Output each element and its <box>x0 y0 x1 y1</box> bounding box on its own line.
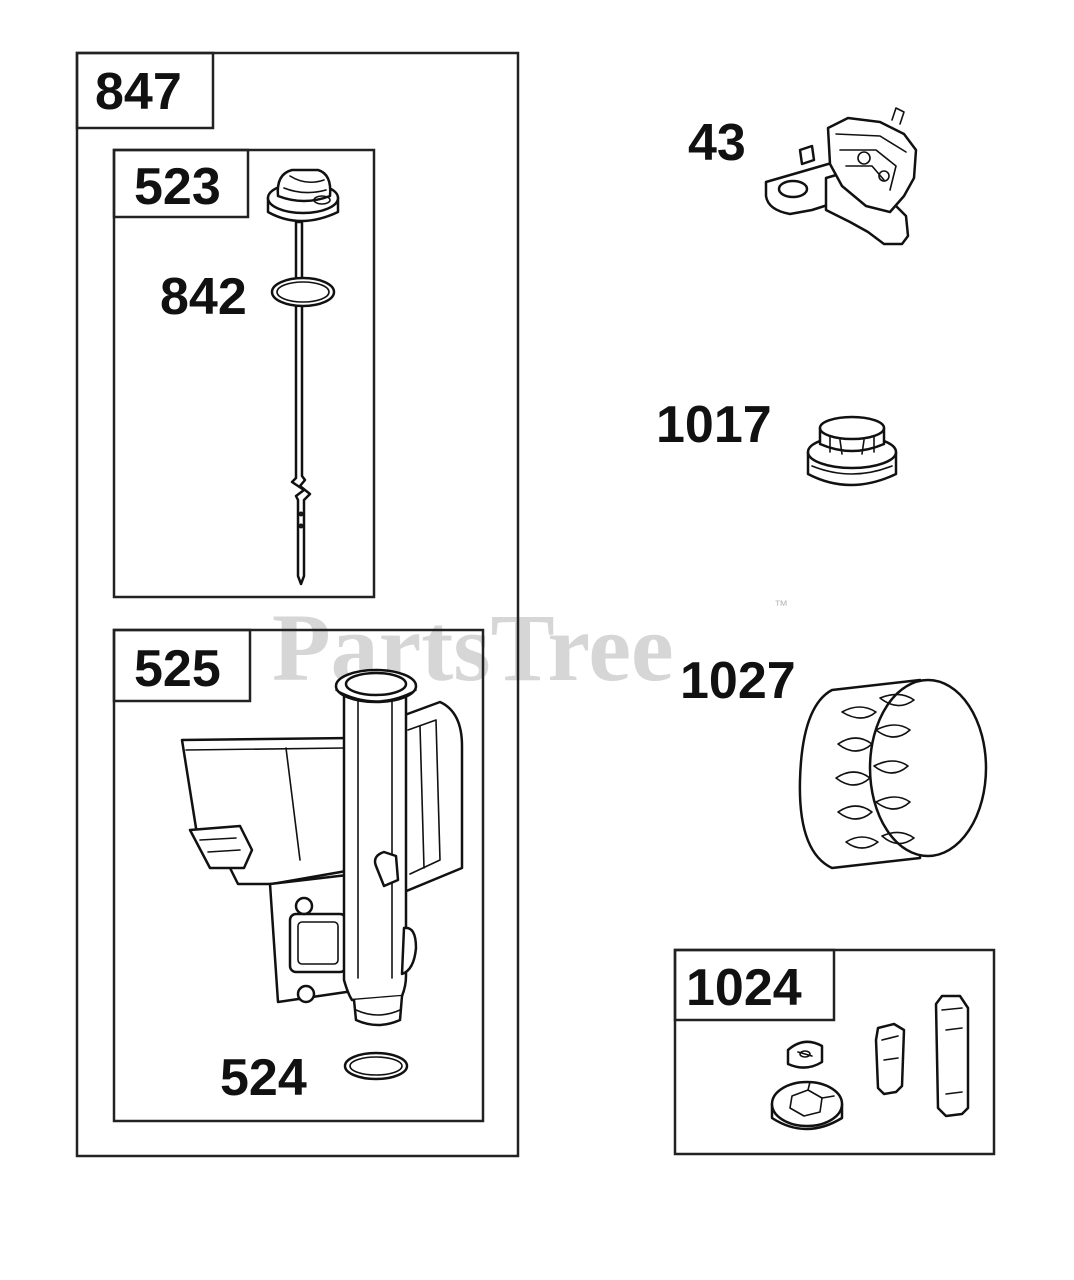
control-bracket-icon[interactable] <box>764 107 918 246</box>
o-ring-842-icon[interactable] <box>270 276 336 308</box>
group-523-label-box <box>112 148 250 219</box>
dipstick-cap-icon[interactable] <box>266 168 340 223</box>
o-ring-842-inner <box>276 281 330 303</box>
part-524: 524 <box>220 1049 409 1107</box>
watermark-trademark: ™ <box>774 597 788 613</box>
drain-plug-icon[interactable] <box>806 415 898 487</box>
watermark-text: PartsTree <box>272 594 674 701</box>
clip-right-icon[interactable] <box>934 994 970 1118</box>
group-847-frame <box>75 51 520 1158</box>
part-842-label[interactable]: 842 <box>160 268 247 326</box>
group-525-label-box <box>112 628 252 703</box>
part-524-label[interactable]: 524 <box>220 1049 307 1107</box>
o-ring-524-inner <box>349 1056 403 1076</box>
group-1024: 1024 <box>673 948 996 1156</box>
dipstick-rod-icon[interactable] <box>290 220 312 586</box>
group-525-label[interactable]: 525 <box>134 640 221 698</box>
group-847: 847 <box>75 51 520 1158</box>
group-1024-label[interactable]: 1024 <box>686 959 802 1017</box>
group-525-frame <box>112 628 485 1123</box>
part-1027: 1027 <box>680 652 988 870</box>
oil-filter-icon[interactable] <box>798 678 988 870</box>
knob-icon[interactable] <box>786 1040 824 1069</box>
part-1017-label[interactable]: 1017 <box>656 396 772 454</box>
oil-fill-tube-icon[interactable] <box>180 668 464 1027</box>
hub-disc-icon[interactable] <box>770 1080 844 1131</box>
part-1017: 1017 <box>656 396 898 487</box>
group-1024-label-box <box>673 948 836 1022</box>
group-847-label[interactable]: 847 <box>95 63 182 121</box>
group-847-label-box <box>75 51 215 130</box>
clip-left-icon[interactable] <box>874 1022 906 1096</box>
part-842: 842 <box>160 268 336 326</box>
part-43-label[interactable]: 43 <box>688 114 746 172</box>
group-525: 525 <box>112 628 485 1123</box>
group-523: 523 <box>112 148 376 599</box>
part-43: 43 <box>688 107 918 246</box>
part-1027-label[interactable]: 1027 <box>680 652 796 710</box>
group-523-label[interactable]: 523 <box>134 158 221 216</box>
